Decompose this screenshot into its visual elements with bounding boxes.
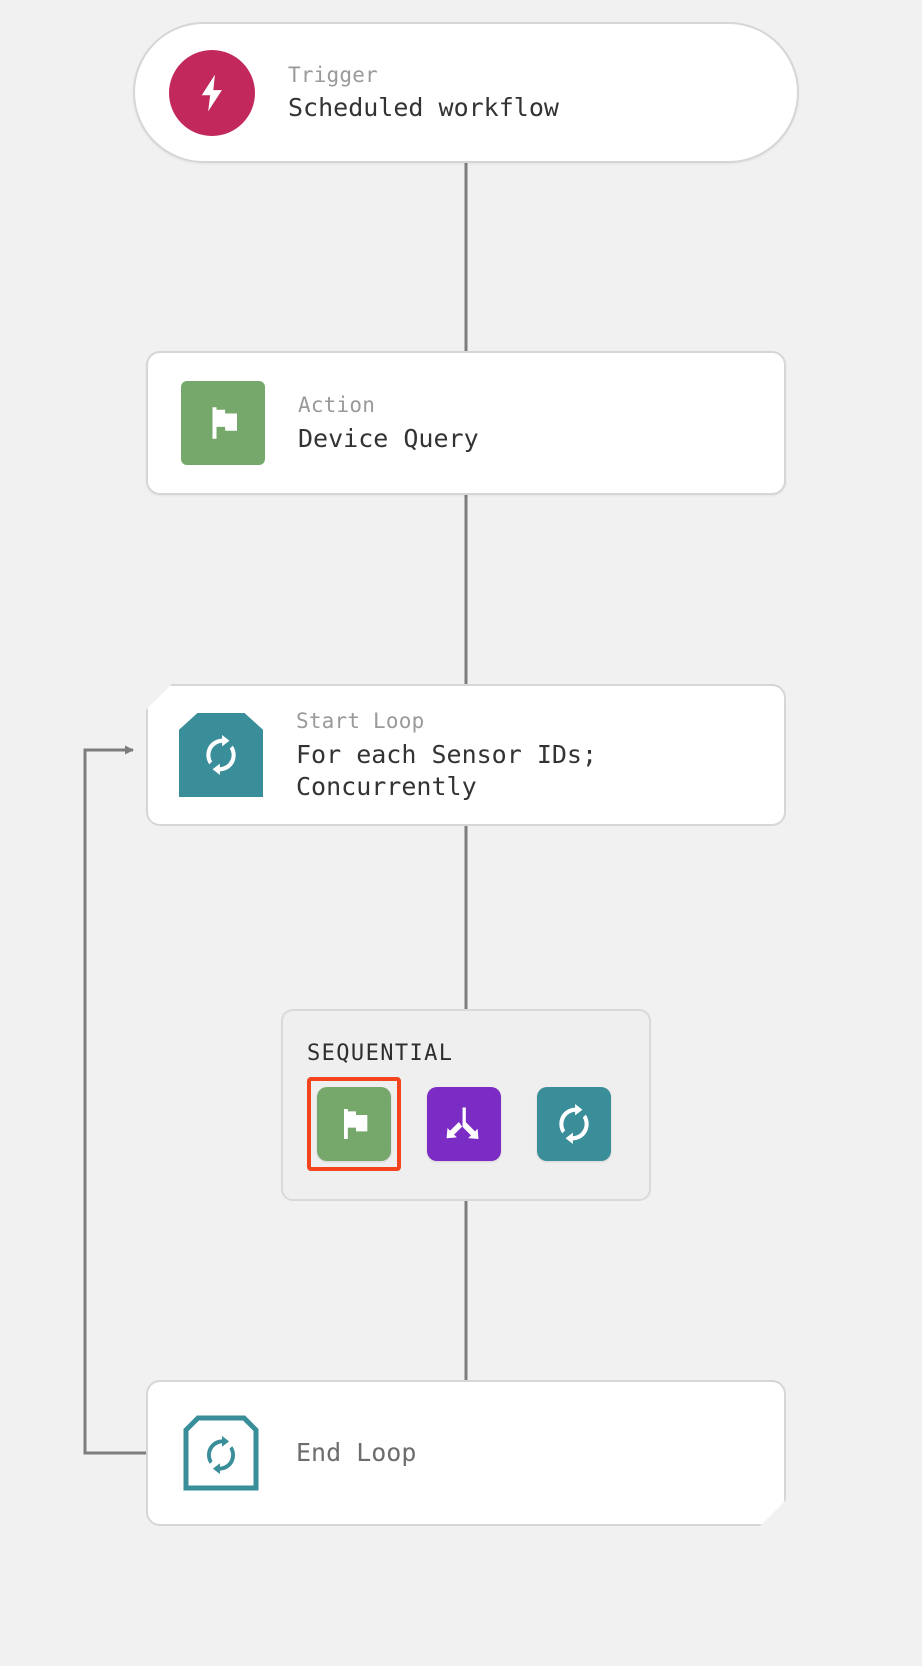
- sequential-chip-action-wrapper[interactable]: [307, 1077, 401, 1171]
- node-loop-end[interactable]: End Loop: [146, 1380, 786, 1526]
- sequential-chip-loop-wrapper[interactable]: [527, 1077, 621, 1171]
- connector-loop-back-arrow: [83, 745, 149, 1455]
- node-loop-start-title: For each Sensor IDs; Concurrently: [296, 739, 598, 801]
- flag-icon: [181, 381, 265, 465]
- node-action-title: Device Query: [298, 423, 479, 453]
- node-action-kicker: Action: [298, 393, 376, 418]
- branch-split-icon[interactable]: [427, 1087, 501, 1161]
- node-trigger-kicker: Trigger: [288, 62, 378, 87]
- flag-icon[interactable]: [317, 1087, 391, 1161]
- node-action[interactable]: Action Device Query: [146, 351, 786, 495]
- loop-icon-outline: [179, 1411, 263, 1495]
- sequential-chip-row: [307, 1077, 621, 1171]
- node-trigger-title: Scheduled workflow: [288, 93, 559, 123]
- loop-icon[interactable]: [537, 1087, 611, 1161]
- sequential-group[interactable]: SEQUENTIAL: [281, 1009, 651, 1201]
- node-trigger[interactable]: Trigger Scheduled workflow: [133, 22, 799, 163]
- sequential-group-label: SEQUENTIAL: [307, 1041, 454, 1066]
- loop-icon: [179, 713, 263, 797]
- node-loop-end-title: End Loop: [296, 1438, 417, 1467]
- lightning-bolt-icon: [169, 49, 255, 136]
- sequential-chip-branch-wrapper[interactable]: [417, 1077, 511, 1171]
- node-loop-start-kicker: Start Loop: [296, 709, 425, 734]
- node-loop-start[interactable]: Start Loop For each Sensor IDs; Concurre…: [146, 684, 786, 826]
